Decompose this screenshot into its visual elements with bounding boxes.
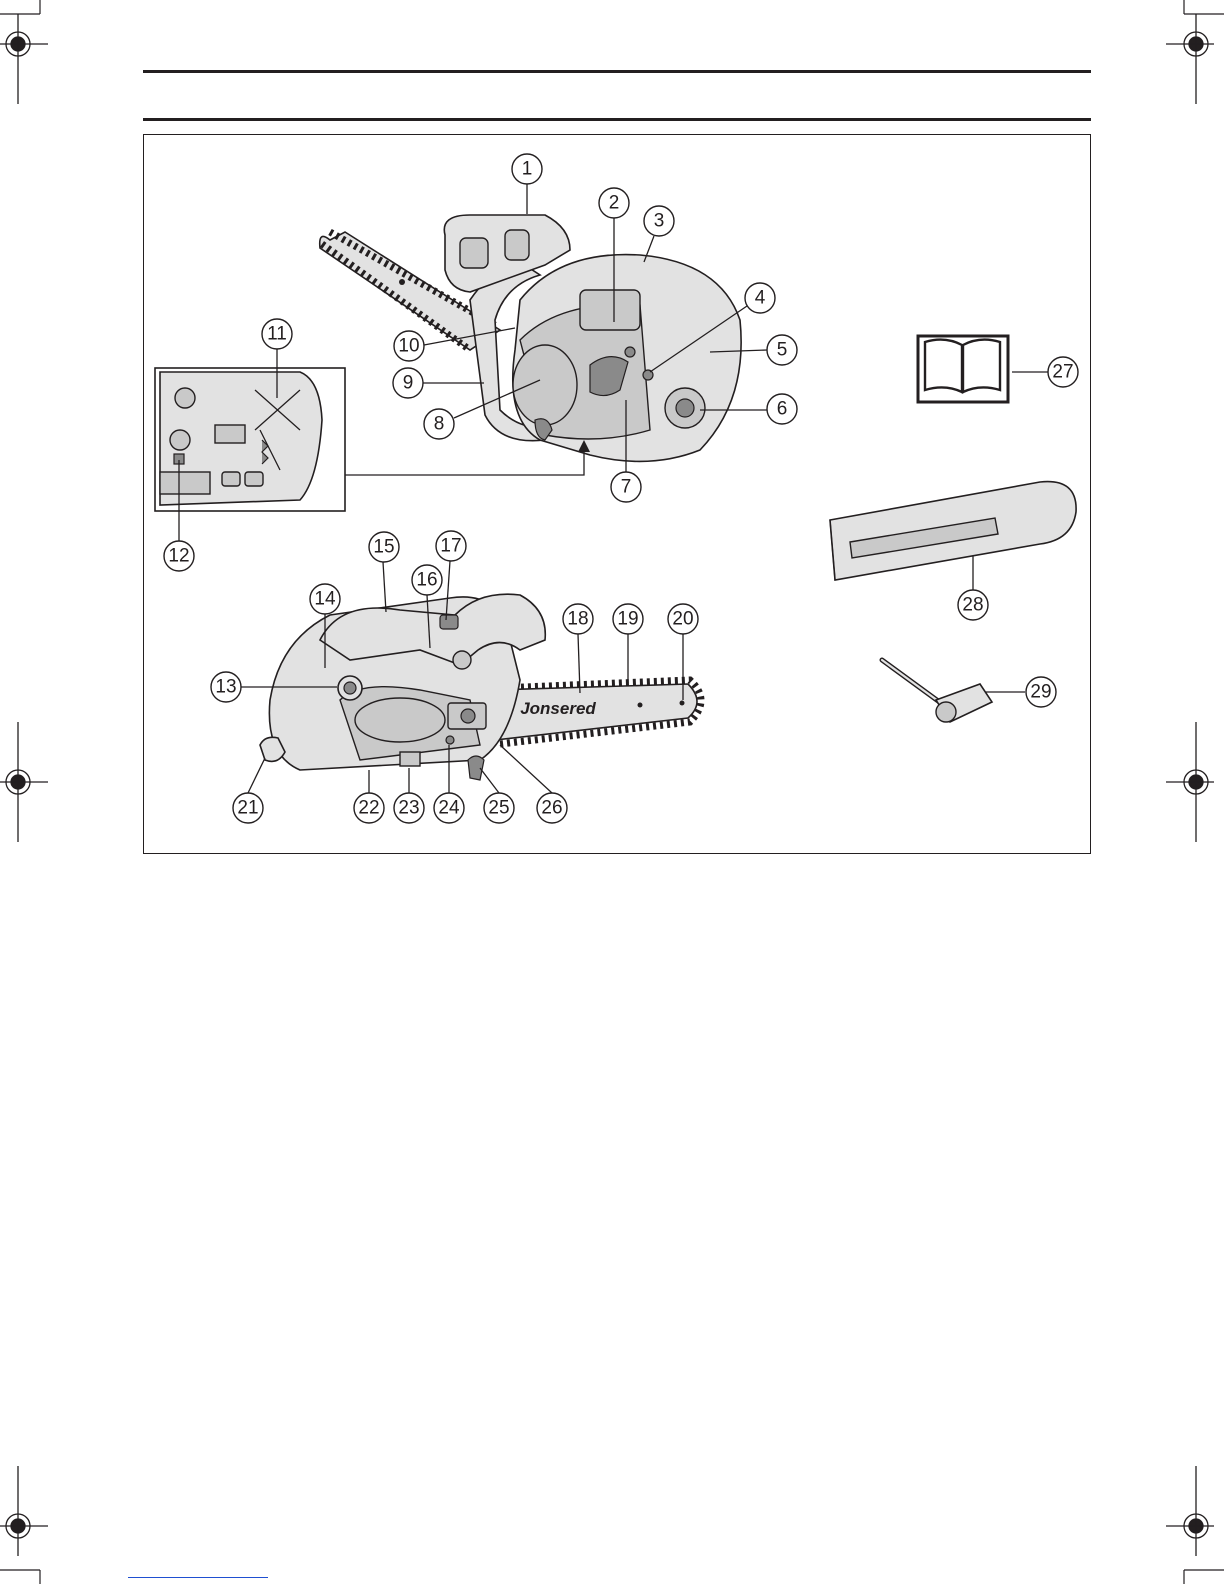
svg-text:22: 22 — [358, 798, 379, 819]
svg-text:9: 9 — [403, 373, 414, 394]
callout-23: 23 — [394, 793, 424, 823]
svg-text:20: 20 — [672, 609, 693, 630]
callout-5: 5 — [767, 335, 797, 365]
callout-28: 28 — [958, 590, 988, 620]
callout-4: 4 — [745, 283, 775, 313]
chainsaw-top-view — [320, 215, 741, 461]
svg-text:3: 3 — [654, 211, 665, 232]
svg-text:2: 2 — [609, 193, 620, 214]
svg-text:18: 18 — [567, 609, 588, 630]
svg-text:12: 12 — [168, 546, 189, 567]
svg-text:13: 13 — [215, 677, 236, 698]
callout-1: 1 — [512, 154, 542, 184]
svg-text:5: 5 — [777, 340, 788, 361]
bar-guard — [830, 482, 1076, 580]
svg-text:19: 19 — [617, 609, 638, 630]
svg-text:29: 29 — [1030, 682, 1051, 703]
callout-9: 9 — [393, 368, 423, 398]
callout-3: 3 — [644, 206, 674, 236]
callout-18: 18 — [563, 604, 593, 634]
callout-8: 8 — [424, 409, 454, 439]
bar-brand-label: Jonsered — [520, 699, 596, 718]
svg-text:14: 14 — [314, 589, 336, 610]
svg-text:8: 8 — [434, 414, 445, 435]
svg-text:26: 26 — [541, 798, 562, 819]
callout-25: 25 — [484, 793, 514, 823]
callout-11: 11 — [262, 319, 292, 349]
callout-6: 6 — [767, 394, 797, 424]
svg-text:27: 27 — [1052, 362, 1073, 383]
svg-text:15: 15 — [373, 537, 394, 558]
callout-7: 7 — [611, 472, 641, 502]
open-book-icon — [918, 336, 1008, 402]
callout-20: 20 — [668, 604, 698, 634]
callout-17: 17 — [436, 531, 466, 561]
svg-text:4: 4 — [755, 288, 766, 309]
svg-text:11: 11 — [267, 324, 287, 345]
callout-14: 14 — [310, 584, 340, 614]
callout-12: 12 — [164, 541, 194, 571]
callout-26: 26 — [537, 793, 567, 823]
callout-21: 21 — [233, 793, 263, 823]
callout-16: 16 — [412, 565, 442, 595]
callout-10: 10 — [394, 331, 424, 361]
svg-text:6: 6 — [777, 399, 788, 420]
callout-15: 15 — [369, 532, 399, 562]
svg-text:1: 1 — [522, 159, 533, 180]
svg-text:10: 10 — [398, 336, 419, 357]
svg-text:24: 24 — [438, 798, 460, 819]
svg-text:16: 16 — [416, 570, 437, 591]
svg-text:21: 21 — [237, 798, 258, 819]
svg-text:23: 23 — [398, 798, 419, 819]
svg-text:7: 7 — [621, 477, 632, 498]
callout-29: 29 — [1026, 677, 1056, 707]
callout-27: 27 — [1048, 357, 1078, 387]
callout-2: 2 — [599, 188, 629, 218]
svg-text:25: 25 — [488, 798, 509, 819]
callout-24: 24 — [434, 793, 464, 823]
callout-13: 13 — [211, 672, 241, 702]
footer-link-underline — [128, 1577, 268, 1578]
combination-spanner — [882, 660, 992, 722]
svg-text:17: 17 — [440, 536, 461, 557]
callout-22: 22 — [354, 793, 384, 823]
svg-text:28: 28 — [962, 595, 983, 616]
callout-19: 19 — [613, 604, 643, 634]
